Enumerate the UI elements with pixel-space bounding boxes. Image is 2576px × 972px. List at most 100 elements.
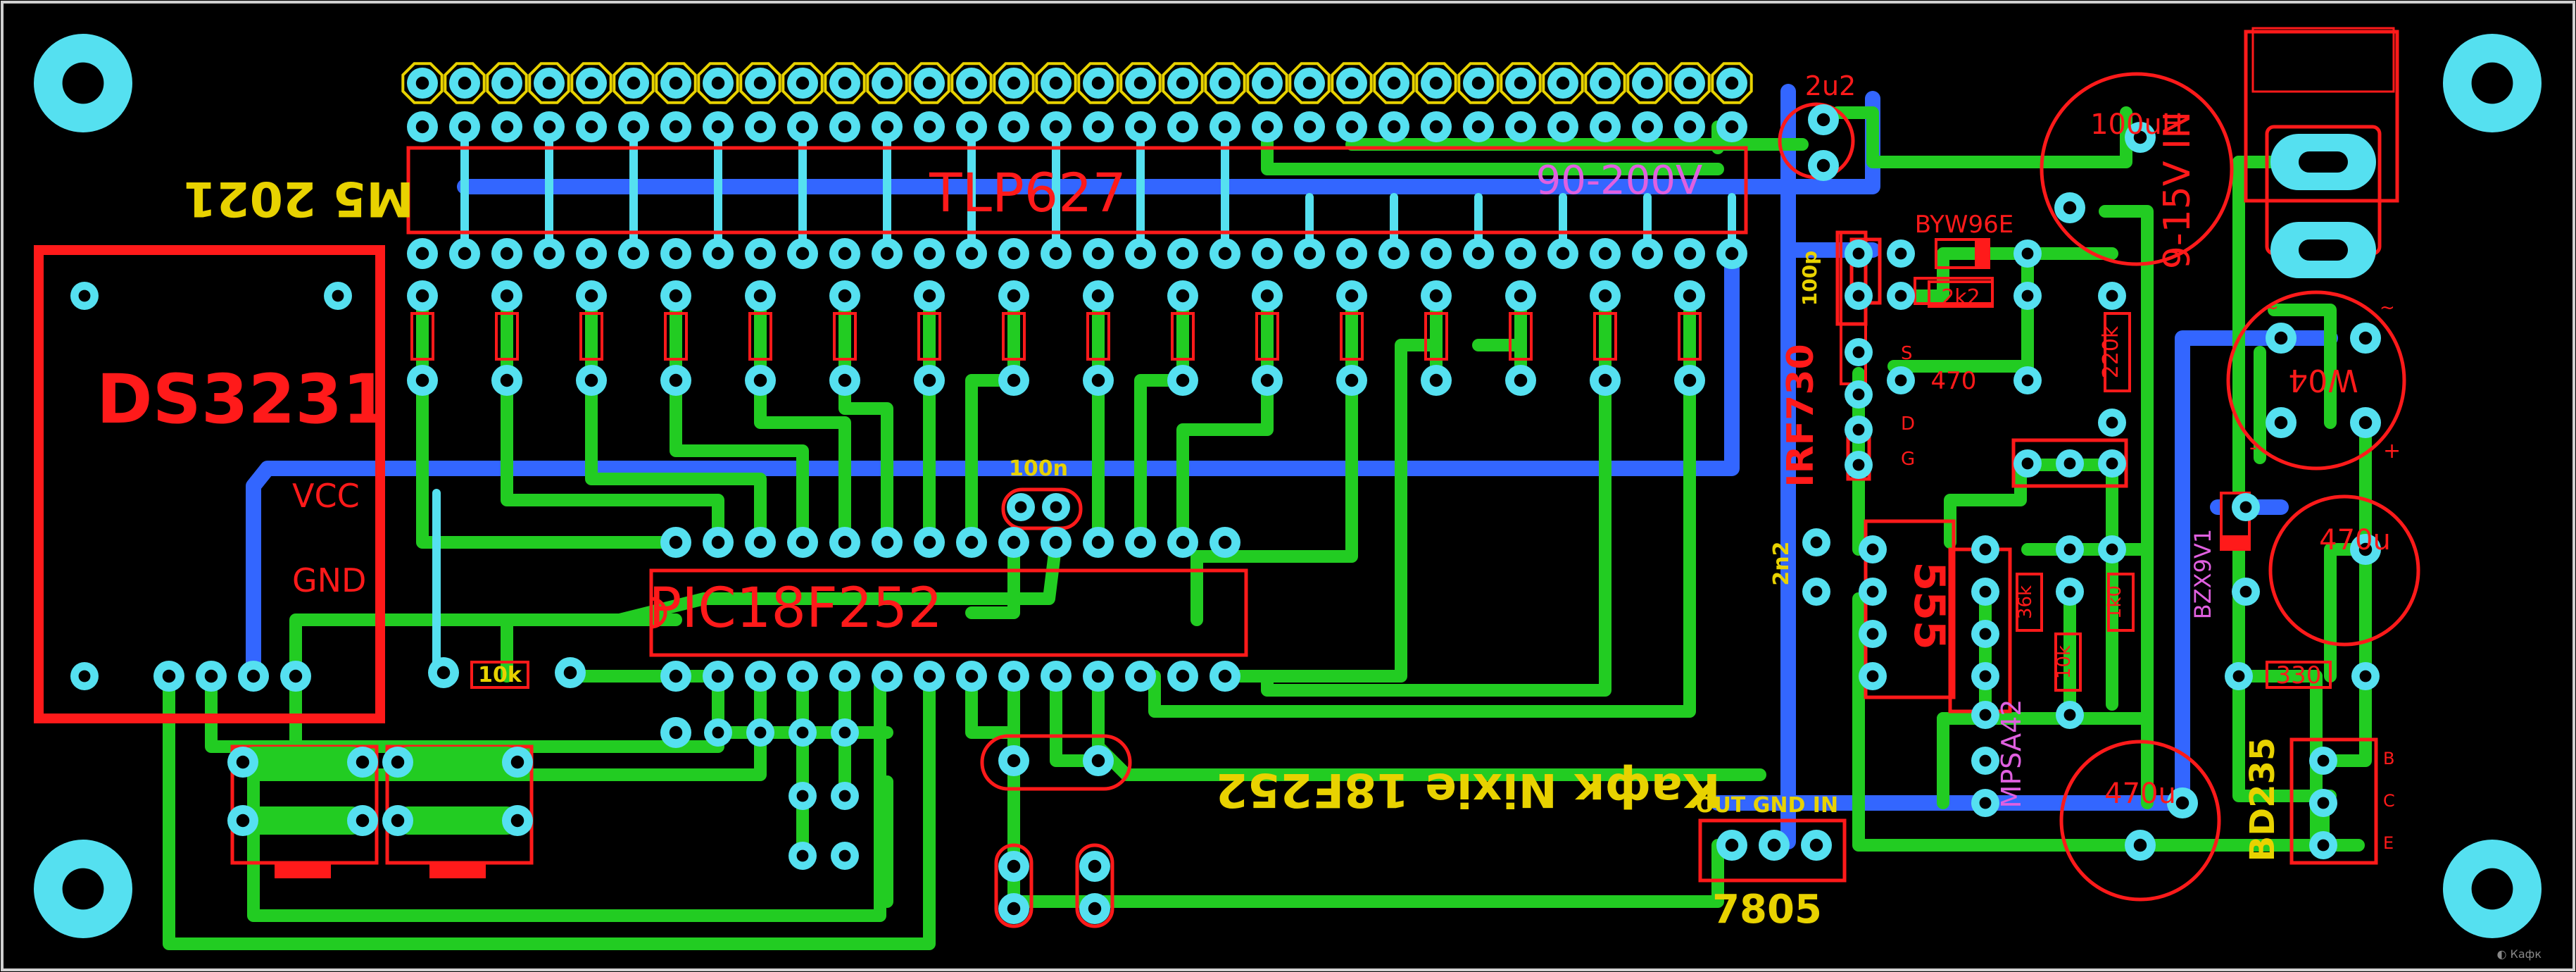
pad-drill-hole [500,289,514,303]
pad-drill-hole [1007,120,1021,134]
pad-drill-hole [796,120,810,134]
pad-drill-hole [922,373,936,387]
pad-drill-hole [1218,120,1232,134]
pad-drill-hole [965,120,979,134]
pad-drill-hole [838,535,852,549]
pad-drill-hole [1895,374,1907,387]
pad-drill-hole [1091,247,1105,261]
pad-drill-hole [1725,838,1739,852]
pad-drill-hole [542,76,556,90]
pad-drill-hole [1640,120,1654,134]
pad-drill-hole [356,755,370,769]
pad-drill-hole [356,814,370,828]
header-pin-outline [908,62,950,104]
pad-drill-hole [391,814,405,828]
pad-drill-hole [1640,76,1654,90]
pad-drill-hole [922,289,936,303]
pad-drill-hole [1007,76,1021,90]
dc-jack [2251,27,2395,278]
pad-drill-hole [2471,868,2513,910]
pad-drill-hole [1049,76,1063,90]
bridge-pin-3: - [2249,435,2257,460]
pad-drill-hole [796,669,810,683]
pad-drill-hole [1260,247,1274,261]
res-470-label: 470 [1931,367,1977,395]
pad-drill-hole [965,247,979,261]
pad-drill-hole [838,247,852,261]
mosfet-pin-d: D [1901,413,1915,435]
pad-drill-hole [1429,247,1443,261]
pad-drill-hole [1007,535,1021,549]
pad-drill-hole [1260,373,1274,387]
pad-drill-hole [1091,76,1105,90]
pad-drill-hole [2021,289,2034,302]
pad-drill-hole [754,726,767,739]
header-pin-outline [1542,62,1584,104]
pad-drill-hole [796,849,809,862]
pad-drill-hole [1640,247,1654,261]
pad-drill-hole [838,120,852,134]
header-pin-outline [950,62,993,104]
pad-drill-hole [510,755,524,769]
pad-drill-hole [1514,289,1528,303]
pad-drill-hole [2358,416,2373,430]
pad-drill-hole [669,289,683,303]
pad-drill-hole [584,289,598,303]
pad-drill-hole [1725,76,1739,90]
pad-drill-hole [1556,76,1570,90]
pad-drill-hole [1429,120,1443,134]
pad-drill-hole [880,76,894,90]
pad-drill-hole [1260,120,1274,134]
header-pin-outline [1035,62,1077,104]
power-in-label: 9-15V IN [2156,111,2199,269]
pad-drill-hole [1302,120,1317,134]
pad-drill-hole [1345,247,1359,261]
pad-drill-hole [796,76,810,90]
rtc-label: DS3231 [96,360,389,439]
pad-drill-hole [711,76,725,90]
pad-drill-hole [2063,457,2076,470]
pad-drill-hole [1176,120,1190,134]
pad-drill-hole [415,289,429,303]
pad-drill-hole [2106,457,2118,470]
pad-drill-hole [1852,388,1865,401]
pad-drill-hole [1007,754,1021,768]
pad-drill-hole [584,120,598,134]
pad-drill-hole [1218,247,1232,261]
res-330-label: 330 [2276,661,2322,690]
pad-drill-hole [1979,585,1992,598]
pad-drill-hole [2358,542,2373,556]
pad-drill-hole [1866,628,1879,640]
pad-drill-hole [1598,289,1612,303]
pad-drill-hole [965,76,979,90]
pad-drill-hole [289,669,303,683]
transistor-hv-label: MPSA42 [1996,699,2027,809]
pad-drill-hole [2239,585,2252,598]
res-36k-label: 36k [2015,585,2036,619]
pad-drill-hole [753,373,767,387]
pad-drill-hole [2471,62,2513,104]
pad-drill-hole [1176,669,1190,683]
pad-drill-hole [1176,247,1190,261]
pad-drill-hole [1514,120,1528,134]
pad-drill-hole [458,247,472,261]
pad-drill-hole [2232,670,2245,683]
pad-drill-hole [1514,76,1528,90]
pad-drill-hole [1895,289,1907,302]
pad-drill-hole [669,76,683,90]
pad-drill-hole [965,535,979,549]
pad-drill-hole [1979,709,1992,721]
pad-drill-hole [1387,120,1401,134]
header-pin-outline [1246,62,1288,104]
pad-drill-hole [1556,247,1570,261]
mosfet-label: IRF730 [1780,344,1822,487]
pad-drill-hole [1007,373,1021,387]
pad-drill-hole [1895,247,1907,260]
pad-drill-hole [1852,423,1865,436]
pad-drill-hole [1810,536,1823,549]
pad-drill-hole [669,535,683,549]
pad-drill-hole [1598,247,1612,261]
pad-drill-hole [669,669,683,683]
pad-drill-hole [2274,416,2288,430]
cap-470u-a-label: 470u [2319,524,2391,556]
